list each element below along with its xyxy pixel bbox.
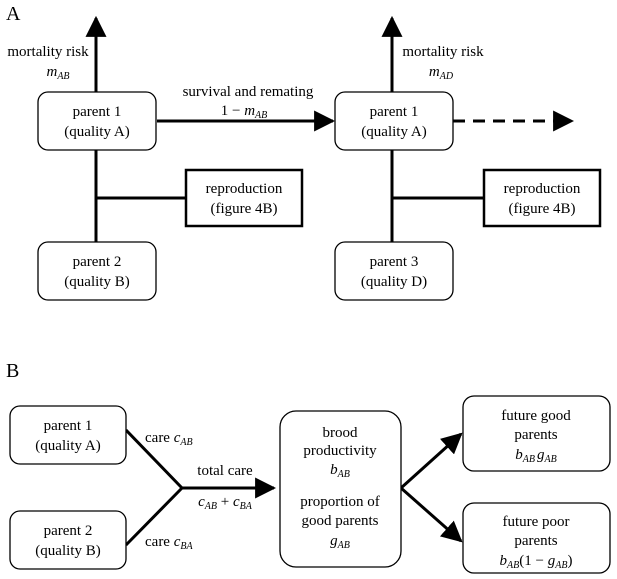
proportion-line1: proportion of xyxy=(300,494,380,510)
parent1-left-line1: parent 1 xyxy=(73,104,122,120)
parent3-line1: parent 3 xyxy=(370,254,419,270)
parent2-line2: (quality B) xyxy=(64,274,129,290)
parent1-box-left xyxy=(37,91,157,151)
good-parents-arrow xyxy=(399,432,463,490)
reproduction-right-line2: (figure 4B) xyxy=(508,201,575,217)
survival-expression: 1 − mAB xyxy=(221,103,268,121)
parent2-box xyxy=(37,241,157,301)
b-parent2-box xyxy=(9,510,127,570)
parent1-right-line2: (quality A) xyxy=(361,124,426,140)
brood-line1: brood xyxy=(323,425,358,441)
brood-line2: productivity xyxy=(303,443,377,459)
brood-box xyxy=(279,410,402,568)
care-ba-label: care cBA xyxy=(145,534,193,552)
future-poor-box xyxy=(462,502,611,574)
b-parent1-line1: parent 1 xyxy=(44,418,93,434)
proportion-line2: good parents xyxy=(301,513,378,529)
poor-parents-arrow xyxy=(400,486,463,543)
parent1-left-line2: (quality A) xyxy=(64,124,129,140)
parent2-line1: parent 2 xyxy=(73,254,122,270)
b-parent2-line2: (quality B) xyxy=(35,543,100,559)
panel-b-label: B xyxy=(6,360,19,382)
reproduction-left-line1: reproduction xyxy=(206,181,283,197)
parent1-box-right xyxy=(334,91,454,151)
future-good-line2: parents xyxy=(514,427,557,443)
parent3-box xyxy=(334,241,454,301)
mortality-label-right: mortality risk xyxy=(402,44,484,60)
panel-a-label: A xyxy=(6,3,21,25)
mortality-symbol-right: mAD xyxy=(429,64,454,82)
future-good-line1: future good xyxy=(501,408,571,424)
future-poor-line1: future poor xyxy=(502,514,569,530)
future-poor-expression: bAB(1 − gAB) xyxy=(500,553,573,571)
proportion-symbol: gAB xyxy=(330,533,350,551)
total-care-expression: cAB + cBA xyxy=(198,494,253,512)
b-parent2-line1: parent 2 xyxy=(44,523,93,539)
mortality-label-left: mortality risk xyxy=(7,44,89,60)
b-parent1-line2: (quality A) xyxy=(35,438,100,454)
reproduction-right-line1: reproduction xyxy=(504,181,581,197)
b-parent1-box xyxy=(9,405,127,465)
total-care-label: total care xyxy=(197,463,253,479)
mortality-symbol-left: mAB xyxy=(46,64,69,82)
reproduction-box-right xyxy=(482,168,602,228)
parent1-right-line1: parent 1 xyxy=(370,104,419,120)
care-line-ba xyxy=(124,486,184,547)
reproduction-box-left xyxy=(184,168,304,228)
brood-symbol: bAB xyxy=(330,462,350,480)
parent3-line2: (quality D) xyxy=(361,274,427,290)
survival-label: survival and remating xyxy=(183,84,314,100)
care-line-ab xyxy=(124,428,184,490)
future-good-box xyxy=(462,395,611,472)
reproduction-left-line2: (figure 4B) xyxy=(210,201,277,217)
care-ab-label: care cAB xyxy=(145,430,193,448)
future-poor-line2: parents xyxy=(514,533,557,549)
